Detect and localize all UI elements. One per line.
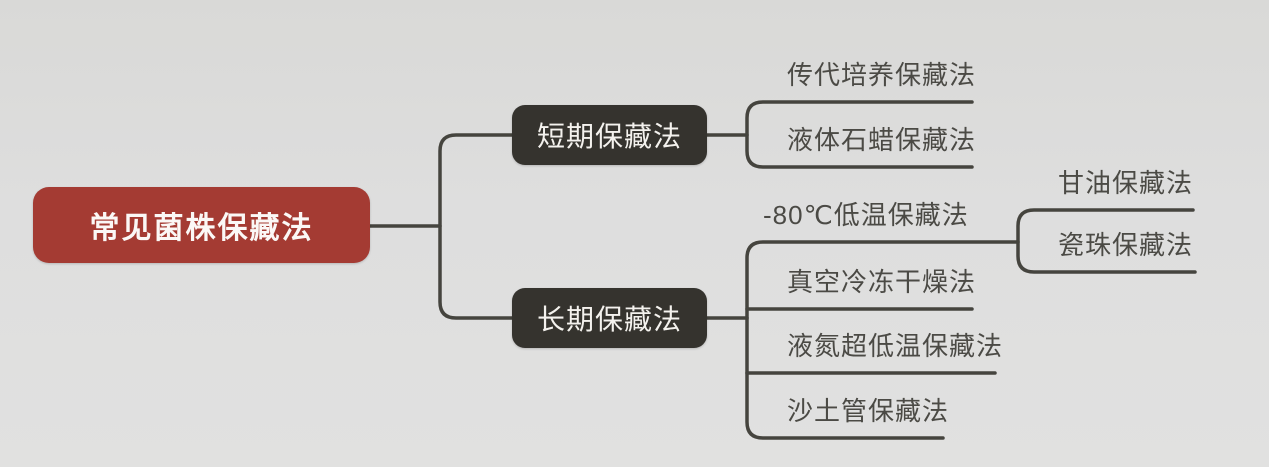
leaf-topic-vacuum-freeze-dry[interactable]: 真空冷冻干燥法 — [787, 267, 977, 297]
leaf-topic-ceramic-bead[interactable]: 瓷珠保藏法 — [1058, 230, 1194, 260]
branch-topic-label: 长期保藏法 — [536, 304, 682, 335]
leaf-topic-liquid-paraffin[interactable]: 液体石蜡保藏法 — [787, 125, 977, 155]
branch-topic-label: 短期保藏法 — [536, 121, 682, 152]
leaf-topic-liquid-nitrogen[interactable]: 液氮超低温保藏法 — [787, 331, 1004, 361]
root-topic-label: 常见菌株保藏法 — [89, 212, 314, 245]
branch-topic-short-term[interactable]: 短期保藏法 — [512, 105, 707, 165]
branch-topic-long-term[interactable]: 长期保藏法 — [512, 288, 707, 348]
root-topic[interactable]: 常见菌株保藏法 — [33, 187, 370, 263]
connector-root-bracket — [438, 133, 514, 320]
leaf-topic-sand-tube[interactable]: 沙土管保藏法 — [787, 396, 950, 426]
connector-shortterm-bracket — [745, 100, 974, 169]
leaf-topic-minus80-low-temp[interactable]: -80℃低温保藏法 — [763, 200, 969, 230]
connector-minus80-bracket — [1016, 208, 1197, 274]
leaf-topic-subculture[interactable]: 传代培养保藏法 — [787, 60, 977, 90]
leaf-topic-glycerol[interactable]: 甘油保藏法 — [1058, 168, 1194, 198]
connector-longterm-bracket — [745, 240, 1020, 440]
